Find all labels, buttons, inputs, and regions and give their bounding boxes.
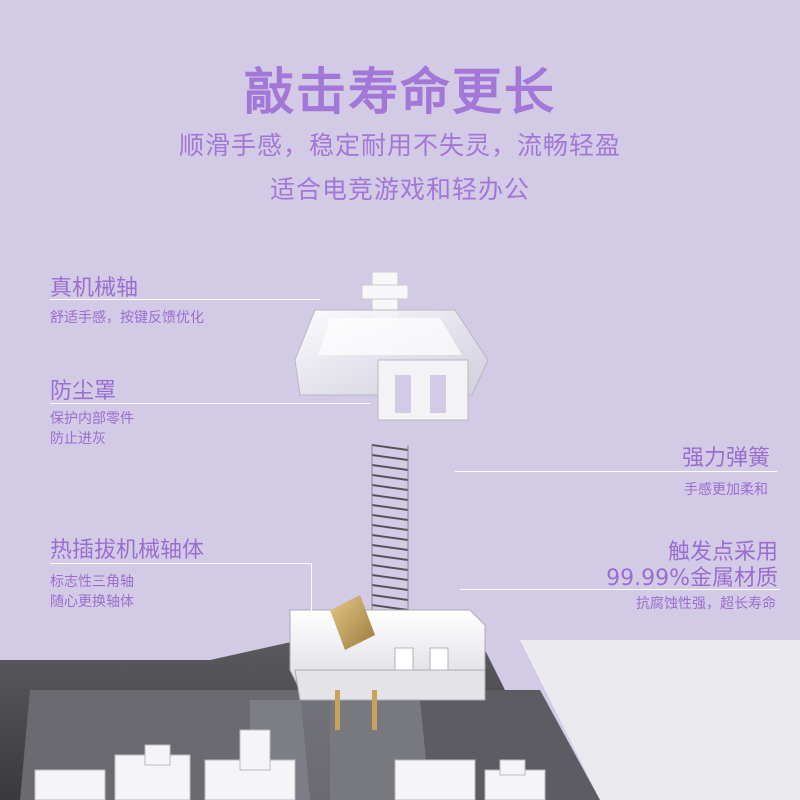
- callout-mech-switch-line: [50, 299, 320, 300]
- callout-dust-cover-line: [50, 403, 370, 404]
- callout-contact-title-1: 触发点采用: [667, 540, 778, 565]
- callout-contact-line: [460, 589, 780, 590]
- callout-dust-cover-desc-2: 防止进灰: [50, 431, 106, 447]
- callout-contact-title-2: 99.99%金属材质: [606, 566, 778, 591]
- callout-hot-swap-line-vertical: [311, 563, 312, 613]
- callout-spring-title: 强力弹簧: [681, 446, 770, 471]
- bottom-housing: [289, 595, 486, 730]
- spring: [371, 444, 409, 612]
- callout-hot-swap-desc-1: 标志性三角轴: [50, 574, 134, 590]
- callout-contact-desc: 抗腐蚀性强，超长寿命: [636, 596, 776, 612]
- callout-dust-cover-title: 防尘罩: [50, 379, 117, 404]
- callout-hot-swap-title: 热插拔机械轴体: [50, 538, 205, 563]
- callout-mech-switch-title: 真机械轴: [50, 276, 139, 301]
- callout-mech-switch-desc: 舒适手感，按键反馈优化: [50, 310, 204, 326]
- callout-dust-cover-desc-1: 保护内部零件: [50, 411, 134, 427]
- keyboard-switches: [34, 729, 546, 800]
- callout-hot-swap-line: [50, 563, 312, 564]
- subtitle-line-1: 顺滑手感，稳定耐用不失灵，流畅轻盈: [178, 131, 621, 160]
- callout-spring-line: [455, 471, 777, 472]
- top-housing: [294, 271, 489, 421]
- page-title: 敲击寿命更长: [244, 63, 556, 121]
- callout-hot-swap-desc-2: 随心更换轴体: [50, 594, 134, 610]
- subtitle-line-2: 适合电竞游戏和轻办公: [269, 175, 530, 204]
- callout-spring-desc: 手感更加柔和: [684, 482, 768, 498]
